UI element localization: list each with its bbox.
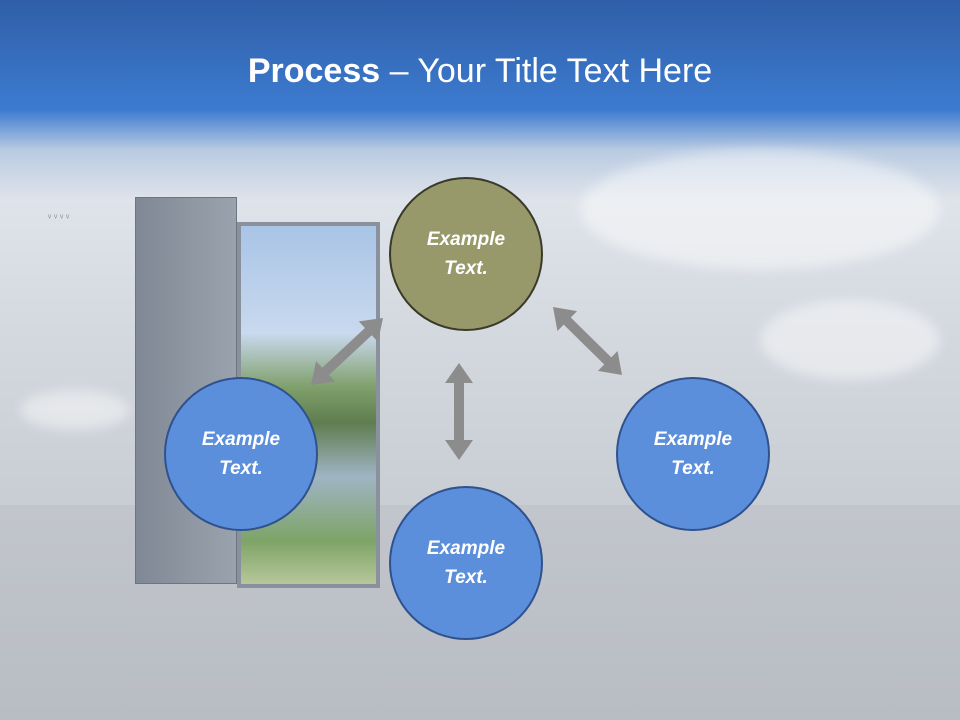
- node-right-text: Example Text.: [653, 429, 733, 479]
- arrow-top-right: [553, 307, 622, 375]
- cloud: [580, 150, 940, 270]
- cloud: [20, 390, 130, 430]
- cloud: [760, 300, 940, 380]
- node-left-text: Example Text.: [201, 429, 281, 479]
- node-top[interactable]: Example Text.: [389, 177, 543, 331]
- node-right[interactable]: Example Text.: [616, 377, 770, 531]
- node-bottom[interactable]: Example Text.: [389, 486, 543, 640]
- node-left[interactable]: Example Text.: [164, 377, 318, 531]
- node-top-text: Example Text.: [426, 229, 506, 279]
- arrow-top-bottom: [445, 363, 473, 460]
- birds-icon: ᵛ ᵛ ᵛ ᵛ: [48, 213, 70, 224]
- node-bottom-text: Example Text.: [426, 538, 506, 588]
- title-bold: Process: [247, 52, 381, 90]
- slide-title: Process – Your Title Text Here: [0, 52, 960, 91]
- arrow-top-left: [311, 318, 383, 385]
- title-rest: – Your Title Text Here: [380, 52, 713, 90]
